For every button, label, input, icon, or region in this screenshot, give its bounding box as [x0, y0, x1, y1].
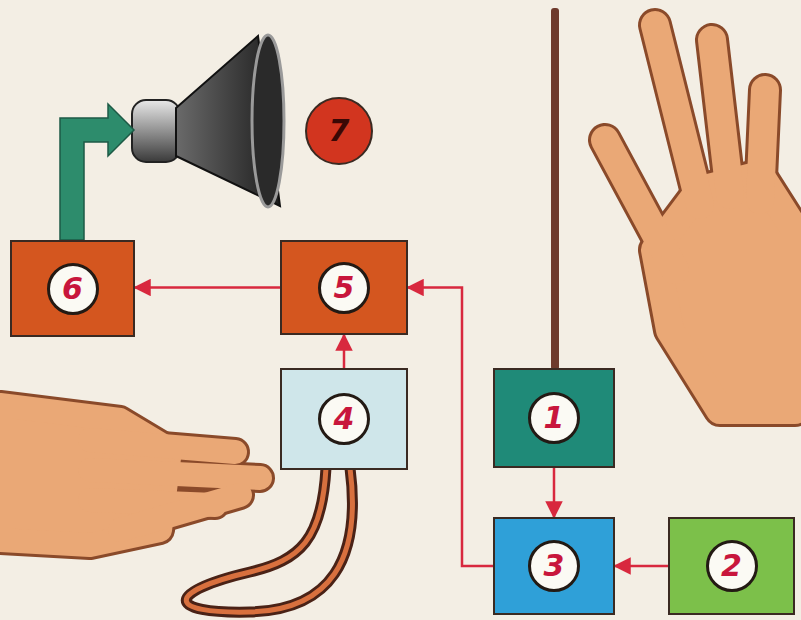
signal-line — [408, 288, 493, 567]
callout-number: 3 — [528, 540, 580, 592]
detector-box: 3 — [493, 517, 615, 615]
output-arrow — [60, 104, 134, 240]
callout-number: 2 — [706, 540, 758, 592]
mixer-box: 5 — [280, 240, 408, 335]
right-hand — [605, 25, 795, 410]
callout-number: 7 — [313, 105, 365, 157]
pickup-box: 4 — [280, 368, 408, 470]
signal-line — [135, 286, 280, 289]
loudspeaker — [132, 35, 284, 207]
callout-number: 5 — [318, 262, 370, 314]
signal-line — [615, 565, 668, 568]
callout-number: 1 — [528, 392, 580, 444]
antenna-circuit-box: 1 — [493, 368, 615, 468]
amplifier-box: 6 — [10, 240, 135, 337]
oscillator-box: 2 — [668, 517, 795, 615]
left-hand — [0, 405, 260, 545]
callout-number: 6 — [47, 263, 99, 315]
signal-line — [553, 468, 556, 517]
callout-circle: 7 — [305, 97, 373, 165]
antenna — [551, 8, 559, 370]
callout-number: 4 — [318, 393, 370, 445]
signal-line — [343, 335, 346, 368]
